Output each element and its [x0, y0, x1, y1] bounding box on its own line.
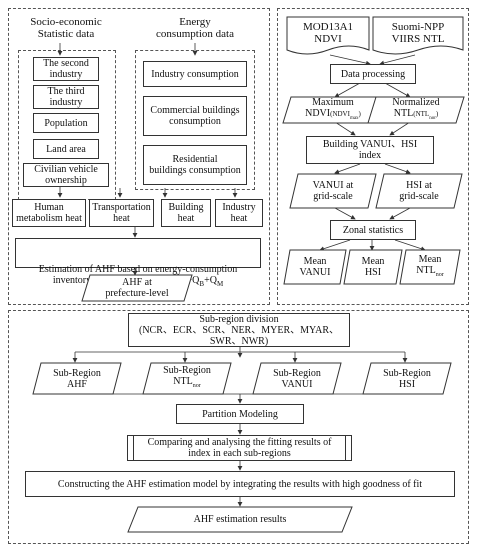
norm-ntl-text: Normalized NTL	[392, 96, 440, 119]
sub-ntl-sub: nor	[192, 383, 201, 389]
estimation-ahf-energy-inventory: Estimation of AHF based on energy-consum…	[15, 238, 261, 288]
energy-item-residential: Residential buildings consumption	[143, 145, 247, 185]
viirs-ntl-data: Suomi-NPP VIIRS NTL	[372, 16, 464, 57]
sub-region-ahf: Sub-Region AHF	[32, 362, 122, 395]
sub-region-ntl-label: Sub-Region NTLnor	[143, 363, 231, 394]
heat-industry: Industry heat	[215, 199, 263, 227]
vanui-grid-label: VANUI at grid-scale	[312, 180, 354, 202]
energy-item-commercial: Commercial buildings consumption	[143, 96, 247, 136]
socio-item-land-area: Land area	[33, 139, 99, 159]
norm-ntl-close: )	[435, 109, 439, 118]
mean-ntl-nor: Mean NTLnor	[399, 249, 461, 285]
socio-item-third-industry: The third industry	[33, 85, 99, 109]
hsi-grid-label: HSI at grid-scale	[399, 180, 439, 202]
max-ndvi-sub: max	[349, 115, 359, 121]
sub-region-division: Sub-region division (NCR、ECR、SCR、NER、MYE…	[128, 313, 350, 347]
max-ndvi-close: )	[358, 109, 361, 118]
viirs-label: Suomi-NPP VIIRS NTL	[391, 21, 445, 45]
comparing-label: Comparing and analysing the fitting resu…	[147, 437, 332, 459]
modis-label: MOD13A1 NDVI	[302, 21, 354, 45]
ahf-estimation-results: AHF estimation results	[127, 506, 353, 533]
normalized-ntl: Normalized NTL(NTLnor)	[367, 96, 465, 124]
ahf-prefecture-output: AHF at prefecture-level	[81, 274, 193, 302]
normalized-ntl-label: Normalized NTL(NTLnor)	[368, 97, 464, 123]
mean-ntl-text: Mean NTL	[416, 253, 442, 276]
socio-item-population: Population	[33, 113, 99, 133]
heat-human-metabolism: Human metabolism heat	[12, 199, 86, 227]
formula-sub-m: M	[216, 280, 224, 288]
norm-ntl-paren: (NTL	[413, 109, 430, 118]
max-ndvi-paren: (NDVI	[330, 109, 350, 118]
heat-building: Building heat	[161, 199, 211, 227]
formula-sub-b: B	[199, 280, 205, 288]
socio-economic-title: Socio-economic Statistic data	[30, 16, 102, 40]
mean-vanui-label: Mean VANUI	[299, 256, 331, 278]
mean-ntl-sub: nor	[435, 271, 444, 278]
energy-item-industry: Industry consumption	[143, 61, 247, 87]
bottom-panel	[8, 310, 469, 544]
maximum-ndvi: Maximum NDVI(NDVImax)	[282, 96, 384, 124]
comparing-fitting-results: Comparing and analysing the fitting resu…	[127, 435, 352, 461]
sub-region-vanui: Sub-Region VANUI	[252, 362, 342, 395]
zonal-statistics: Zonal statistics	[330, 220, 416, 240]
mean-hsi-label: Mean HSI	[361, 256, 385, 278]
maximum-ndvi-label: Maximum NDVI(NDVImax)	[283, 97, 383, 123]
constructing-ahf-model: Constructing the AHF estimation model by…	[25, 471, 455, 497]
right-panel	[277, 8, 469, 305]
sub-region-ntl-nor: Sub-Region NTLnor	[142, 362, 232, 395]
hsi-grid-scale: HSI at grid-scale	[375, 173, 463, 209]
formula-plus-3: +Q	[204, 275, 217, 286]
mean-ntl-label: Mean NTLnor	[400, 250, 460, 284]
sub-region-vanui-label: Sub-Region VANUI	[273, 367, 321, 390]
building-vanui-hsi: Building VANUI、HSI index	[306, 136, 434, 164]
norm-ntl-sub: nor	[429, 115, 436, 121]
mean-vanui: Mean VANUI	[283, 249, 347, 285]
ahf-prefecture-label: AHF at prefecture-level	[105, 277, 169, 299]
max-ndvi-text: Maximum NDVI	[305, 96, 354, 119]
data-processing: Data processing	[330, 64, 416, 84]
mean-hsi: Mean HSI	[343, 249, 403, 285]
sub-region-ahf-label: Sub-Region AHF	[53, 367, 101, 390]
sub-region-hsi-label: Sub-Region HSI	[383, 367, 431, 390]
partition-modeling: Partition Modeling	[176, 404, 304, 424]
modis-ndvi-data: MOD13A1 NDVI	[286, 16, 370, 57]
vanui-grid-scale: VANUI at grid-scale	[289, 173, 377, 209]
formula-plus-2: +Q	[186, 275, 200, 286]
left-panel	[8, 8, 270, 305]
heat-transportation: Transportation heat	[89, 199, 154, 227]
sub-region-hsi: Sub-Region HSI	[362, 362, 452, 395]
ahf-results-label: AHF estimation results	[193, 514, 287, 525]
sub-ntl-text: Sub-Region NTL	[163, 365, 211, 387]
socio-item-civilian-vehicle: Civilian vehicle ownership	[23, 163, 109, 187]
energy-consumption-title: Energy consumption data	[156, 16, 234, 40]
socio-item-second-industry: The second industry	[33, 57, 99, 81]
